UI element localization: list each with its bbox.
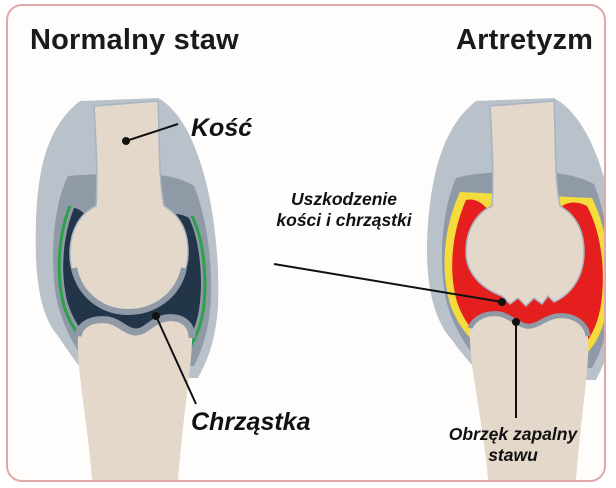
arthritic-joint — [274, 98, 606, 480]
label-swelling-line1: Obrzęk zapalny — [424, 424, 602, 445]
label-swelling: Obrzęk zapalny stawu — [424, 424, 602, 466]
label-damage: Uszkodzenie kości i chrząstki — [266, 189, 422, 231]
title-arthritis: Artretyzm — [456, 24, 593, 57]
label-swelling-line2: stawu — [424, 445, 602, 466]
label-damage-line2: kości i chrząstki — [266, 210, 422, 231]
label-bone: Kość — [191, 114, 252, 143]
title-normal-joint: Normalny staw — [30, 24, 239, 57]
label-damage-line1: Uszkodzenie — [266, 189, 422, 210]
normal-joint-lower-bone — [78, 318, 192, 480]
swelling-pointer-dot — [512, 318, 520, 326]
cartilage-pointer-dot — [152, 312, 160, 320]
bone-pointer-dot — [122, 137, 130, 145]
damage-pointer-dot — [498, 298, 506, 306]
diagram-frame: Normalny staw Artretyzm Kość Chrząstka U… — [6, 4, 606, 482]
label-cartilage: Chrząstka — [191, 408, 311, 437]
